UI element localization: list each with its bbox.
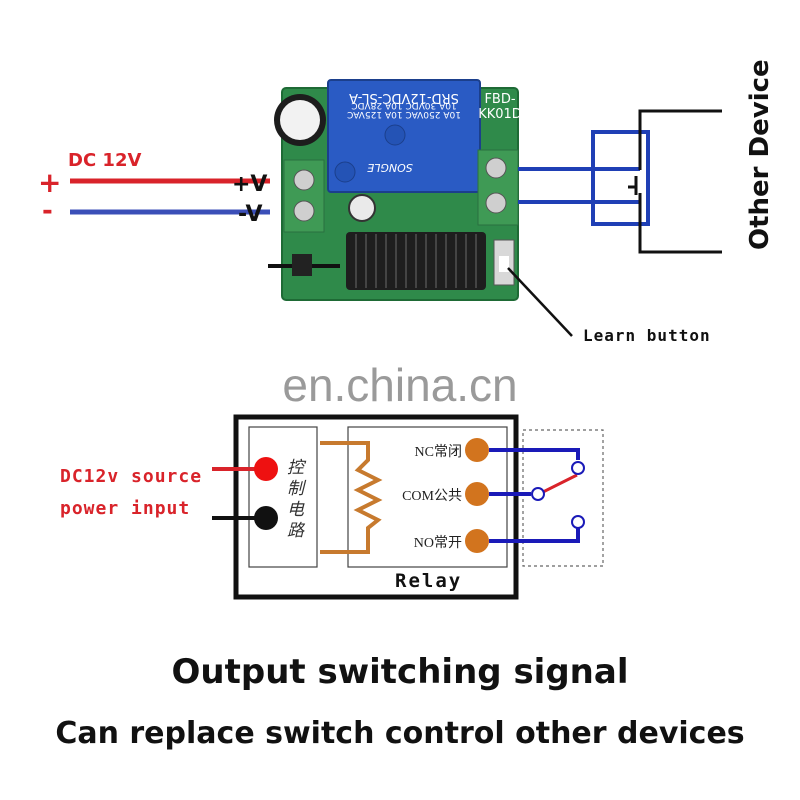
com-terminal-label: COM公共 <box>402 489 462 504</box>
negative-input-terminal <box>254 506 278 530</box>
other-device-label: Other Device <box>745 59 775 250</box>
switch-arm <box>542 473 578 494</box>
relay-box <box>347 426 508 568</box>
negative-terminal-label: -V <box>238 202 263 227</box>
svg-text:SONGLE: SONGLE <box>367 161 413 174</box>
relay-model-text: SRD-12VDC-SL-A <box>349 90 459 105</box>
relay-coil <box>320 441 383 554</box>
nc-terminal-label: NC常闭 <box>414 445 462 460</box>
svg-text:10A 250VAC 10A 125VAC: 10A 250VAC 10A 125VAC <box>347 109 461 119</box>
dc-voltage-label: DC 12V <box>68 150 142 171</box>
relay-label: Relay <box>395 570 463 592</box>
learn-button-pointer <box>507 267 573 337</box>
relay-module-outline <box>233 414 519 600</box>
output-wiring <box>518 130 650 226</box>
positive-input-terminal <box>254 457 278 481</box>
svg-text:10A 30VDC 10A 28VDC: 10A 30VDC 10A 28VDC <box>351 100 456 110</box>
control-circuit-box <box>248 426 318 568</box>
minus-sign: - <box>42 196 53 226</box>
source-label-line2: power input <box>60 498 191 519</box>
schematic-output-wires <box>489 448 580 543</box>
control-circuit-char: 制 <box>287 479 304 499</box>
caption-subtitle: Can replace switch control other devices <box>55 716 745 751</box>
com-terminal <box>465 482 489 506</box>
nc-terminal <box>465 438 489 462</box>
no-terminal <box>465 529 489 553</box>
plus-sign: + <box>38 166 62 199</box>
watermark: en.china.cn <box>282 359 518 411</box>
no-terminal-label: NO常开 <box>413 536 462 551</box>
relay-module-board: SRD-12VDC-SL-A 10A 250VAC 10A 125VAC 10A… <box>268 79 522 301</box>
control-circuit-label: 控 制 电 路 <box>287 458 311 542</box>
control-circuit-char: 控 <box>287 458 304 478</box>
learn-button-label: Learn button <box>583 326 711 345</box>
positive-terminal-label: +V <box>232 172 268 197</box>
control-circuit-char: 路 <box>287 521 304 541</box>
source-label-line1: DC12v source <box>60 466 203 487</box>
control-circuit-char: 电 <box>287 500 304 520</box>
svg-text:KK01D: KK01D <box>478 107 522 122</box>
caption-title: Output switching signal <box>171 652 629 692</box>
board-model-text: FBD- <box>484 92 515 107</box>
other-device-switch <box>628 109 720 254</box>
